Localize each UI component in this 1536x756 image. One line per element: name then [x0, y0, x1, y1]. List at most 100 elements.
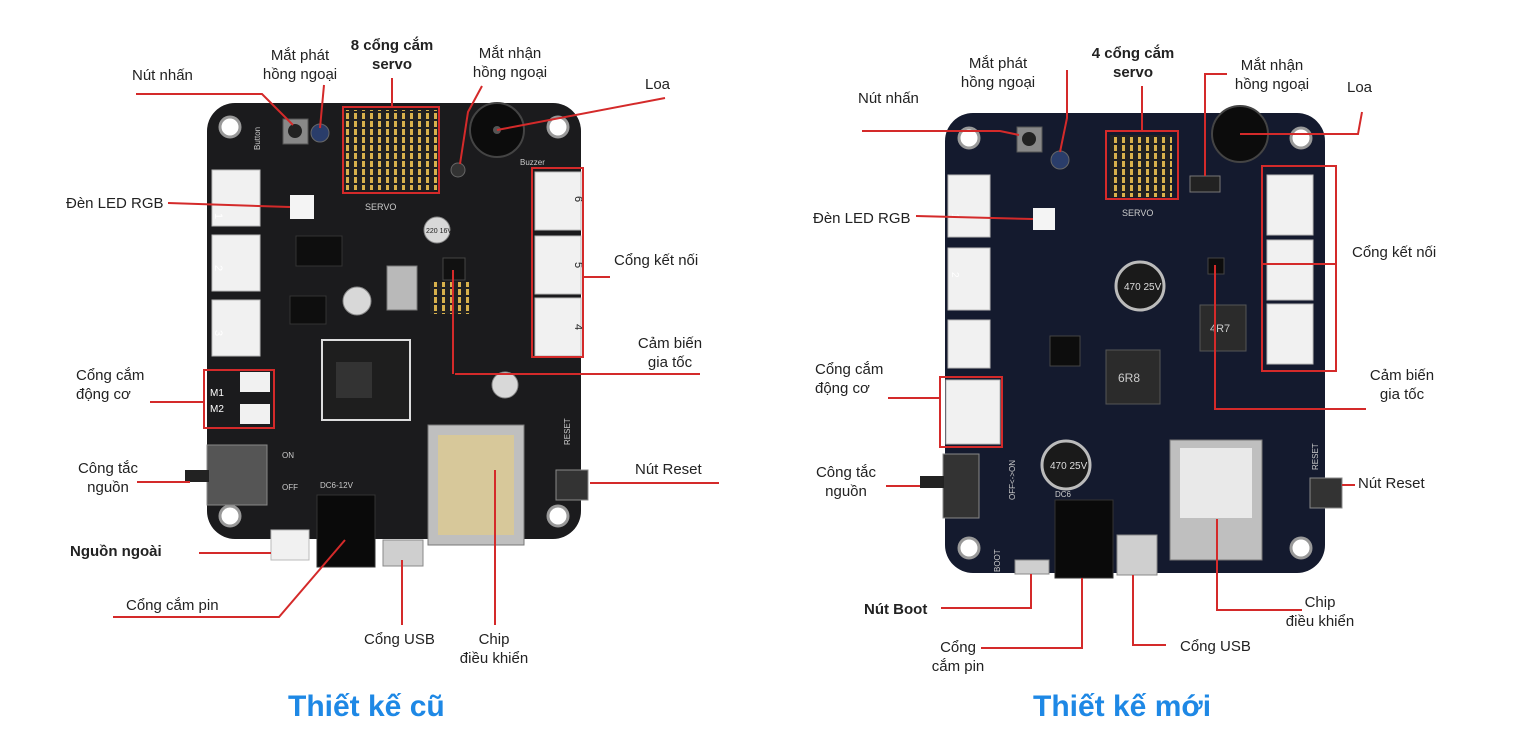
new-push-button-cap	[1022, 132, 1036, 146]
old-motor-port	[240, 372, 270, 392]
old-chip	[438, 435, 514, 535]
new-servo-label: 4 cổng cắm servo	[1075, 44, 1191, 82]
new-servo-text: SERVO	[1122, 208, 1153, 218]
old-ir-emitter-label-line2: hồng ngoại	[262, 66, 338, 83]
old-switch-label-line2: nguồn	[87, 479, 129, 496]
old-chip-label-line2: điều khiển	[459, 650, 529, 667]
new-ir-receiver-label-line2: hồng ngoại	[1234, 76, 1310, 93]
old-ir-receiver-label: Mắt nhận hồng ngoại	[460, 44, 560, 82]
old-mount-hole	[218, 504, 242, 528]
old-pin-header	[430, 282, 470, 314]
old-mount-hole	[546, 115, 570, 139]
new-motor-highlight	[939, 376, 1003, 448]
new-connector-label: Cổng kết nối	[1352, 244, 1437, 261]
new-battery-label: Cổng cắm pin	[910, 638, 1006, 676]
old-mount-hole	[546, 504, 570, 528]
new-ir-receiver	[1189, 175, 1221, 193]
old-connector-1	[211, 169, 261, 227]
old-dc-jack	[316, 494, 376, 568]
new-ir-receiver-label: Mắt nhận hồng ngoại	[1222, 56, 1322, 94]
new-ir-emitter-label-line2: hồng ngoại	[960, 74, 1036, 91]
new-connector-highlight	[1261, 165, 1337, 372]
old-dc-text: DC6-12V	[320, 481, 354, 490]
new-switch-label-line2: nguồn	[825, 483, 867, 500]
old-battery-port	[270, 529, 310, 561]
new-inductor	[1105, 349, 1161, 405]
new-switch-label-line1: Công tắc	[815, 464, 877, 481]
new-chip-label-line1: Chip	[1304, 594, 1336, 611]
old-switch-label: Công tắc nguồn	[60, 459, 156, 497]
old-off-text: OFF	[282, 483, 298, 492]
new-capacitor	[1114, 260, 1166, 312]
new-resistor-text: 4R7	[1210, 323, 1230, 335]
new-push-button-label: Nút nhấn	[858, 90, 919, 107]
new-dc-jack	[1054, 499, 1114, 579]
old-servo-label-line1: 8 cổng cắm	[350, 37, 434, 54]
old-push-button-label: Nút nhấn	[132, 67, 193, 84]
new-ir-emitter	[1050, 150, 1070, 170]
old-port-label: 2	[212, 265, 224, 271]
old-connector-2	[211, 234, 261, 292]
new-ic	[1049, 335, 1081, 367]
old-port-label: 4	[572, 324, 584, 330]
old-inductor	[336, 362, 372, 398]
new-connector-3	[947, 319, 991, 369]
old-servo-label-line2: servo	[371, 56, 413, 73]
old-regulator	[386, 265, 418, 311]
new-dc-text: DC6	[1055, 490, 1072, 499]
new-ir-receiver-label-line1: Mắt nhận	[1240, 57, 1304, 74]
new-design-caption: Thiết kế mới	[1033, 690, 1212, 723]
new-speaker-label: Loa	[1347, 79, 1373, 96]
new-motor-label: Cổng cắm động cơ	[815, 360, 883, 398]
old-port-label: 5	[572, 262, 584, 268]
old-push-button-cap	[288, 124, 302, 138]
old-ir-emitter-label: Mắt phát hồng ngoại	[252, 46, 348, 84]
new-boot-button	[1014, 559, 1050, 575]
old-chip-label-line1: Chip	[478, 631, 510, 648]
old-ir-emitter-label-line1: Mắt phát	[270, 47, 330, 64]
old-port-label: 1	[212, 213, 224, 219]
old-servo-header	[343, 110, 439, 190]
new-leader-lines	[862, 70, 1366, 649]
old-ic	[295, 235, 343, 267]
old-speaker-label: Loa	[645, 76, 671, 93]
old-m2-text: M2	[210, 404, 224, 415]
new-switch-lever	[920, 476, 944, 488]
new-usb-port	[1116, 534, 1158, 576]
old-ir-receiver-label-line2: hồng ngoại	[472, 64, 548, 81]
new-chip-label-line2: điều khiển	[1285, 613, 1355, 630]
new-motor-port	[945, 379, 1001, 445]
old-servo-label: 8 cổng cắm servo	[334, 36, 450, 74]
old-accelerometer-label-line1: Cảm biến	[637, 335, 703, 352]
old-switch-lever	[185, 470, 209, 482]
old-port-label: 3	[212, 330, 224, 336]
old-connector-label: Cổng kết nối	[614, 252, 699, 269]
old-leader-lines	[113, 78, 719, 625]
new-cap-text: 470 25V	[1124, 282, 1162, 293]
old-capacitor	[491, 371, 519, 399]
old-motor-label: Cổng cắm động cơ	[76, 366, 144, 404]
new-chip	[1180, 448, 1252, 518]
new-ir-emitter-label: Mắt phát hồng ngoại	[950, 54, 1046, 92]
new-battery-label-line1: Cổng	[940, 639, 976, 656]
new-switch-label: Công tắc nguồn	[798, 463, 894, 501]
old-reset-label: Nút Reset	[635, 461, 702, 478]
new-usb-label: Cổng USB	[1180, 638, 1251, 655]
old-usb-label: Cổng USB	[364, 631, 435, 648]
old-ic	[289, 295, 327, 325]
old-buzzer-text: Buzzer	[520, 158, 545, 167]
new-connector-right	[1266, 239, 1314, 301]
old-chip-label: Chip điều khiển	[446, 630, 542, 668]
new-servo-label-line1: 4 cổng cắm	[1091, 45, 1175, 62]
old-power-module	[321, 339, 411, 421]
old-mount-hole	[218, 115, 242, 139]
old-accelerometer-label: Cảm biến gia tốc	[622, 334, 718, 372]
old-reset-button	[555, 469, 589, 501]
new-connector-right	[1266, 303, 1314, 365]
new-motor-label-line2: động cơ	[815, 380, 870, 397]
new-capacitor	[1040, 439, 1092, 491]
old-motor-port	[240, 404, 270, 424]
old-cap-text: 220 16V	[426, 228, 452, 235]
old-capacitor	[342, 286, 372, 316]
old-port-label: 6	[572, 196, 584, 202]
